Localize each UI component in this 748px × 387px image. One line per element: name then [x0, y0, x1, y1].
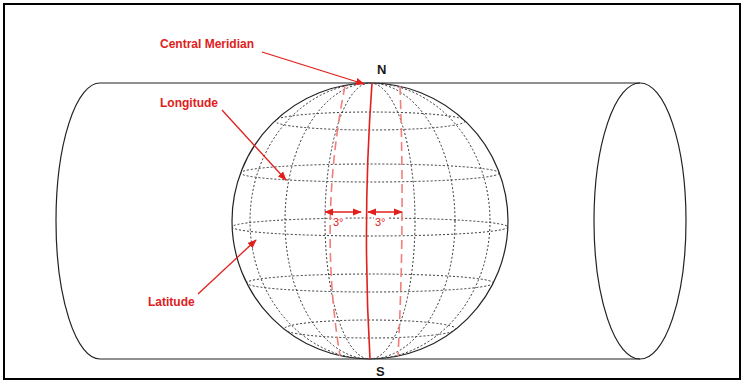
callout-label: Latitude: [148, 296, 195, 309]
pole-label: S: [376, 365, 385, 379]
angle-label: 3°: [332, 216, 345, 228]
pole-label: N: [377, 63, 386, 77]
callout-label: Longitude: [160, 97, 218, 110]
callout-label: Central Meridian: [160, 38, 254, 51]
angle-label: 3°: [374, 216, 387, 228]
